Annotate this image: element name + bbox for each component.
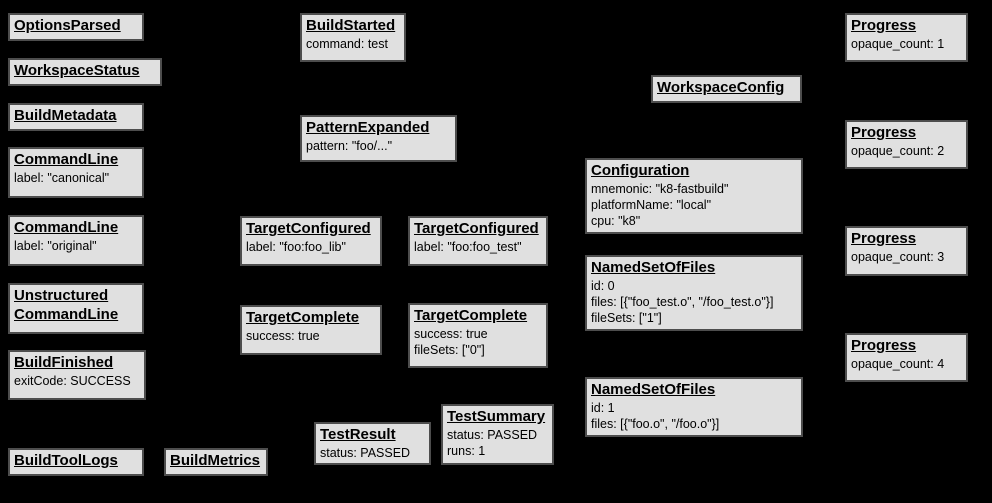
event-title: WorkspaceConfig bbox=[657, 79, 785, 96]
event-title: BuildToolLogs bbox=[14, 452, 118, 469]
event-box-options-parsed: OptionsParsed bbox=[8, 13, 144, 41]
event-box-progress-2: Progress opaque_count: 2 bbox=[845, 120, 968, 169]
event-title: TestResult bbox=[320, 426, 396, 443]
event-field: id: 1 bbox=[591, 400, 615, 415]
event-box-target-configured-foo-test: TargetConfigured label: "foo:foo_test" bbox=[408, 216, 548, 266]
event-field: exitCode: SUCCESS bbox=[14, 373, 131, 388]
event-title: WorkspaceStatus bbox=[14, 62, 140, 79]
event-field: fileSets: ["0"] bbox=[414, 343, 485, 357]
event-title: Progress bbox=[851, 17, 917, 34]
event-title: OptionsParsed bbox=[14, 17, 121, 34]
event-field: cpu: "k8" bbox=[591, 214, 641, 229]
event-field: command: test bbox=[306, 36, 388, 51]
event-title: Unstructured bbox=[14, 287, 109, 304]
event-title: CommandLine bbox=[14, 151, 119, 168]
event-field: platformName: "local" bbox=[591, 198, 712, 212]
event-box-target-complete-foo-lib: TargetComplete success: true bbox=[240, 305, 382, 355]
event-field: runs: 1 bbox=[447, 444, 486, 458]
event-box-named-set-of-files-1: NamedSetOfFiles id: 1 files: [{"foo.o", … bbox=[585, 377, 803, 437]
event-field: label: "canonical" bbox=[14, 170, 110, 185]
event-box-named-set-of-files-0: NamedSetOfFiles id: 0 files: [{"foo_test… bbox=[585, 255, 803, 331]
event-box-build-started: BuildStarted command: test bbox=[300, 13, 406, 62]
event-title: TargetComplete bbox=[414, 307, 528, 324]
event-box-test-summary: TestSummary status: PASSED runs: 1 bbox=[441, 404, 554, 465]
event-title-line2: CommandLine bbox=[14, 305, 119, 323]
event-box-workspace-status: WorkspaceStatus bbox=[8, 58, 162, 86]
event-title: Progress bbox=[851, 124, 917, 141]
event-title: PatternExpanded bbox=[306, 119, 430, 136]
event-box-target-complete-foo-test: TargetComplete success: true fileSets: [… bbox=[408, 303, 548, 368]
event-field: mnemonic: "k8-fastbuild" bbox=[591, 181, 729, 196]
event-title: NamedSetOfFiles bbox=[591, 381, 716, 398]
event-title: Progress bbox=[851, 230, 917, 247]
event-field: opaque_count: 4 bbox=[851, 356, 945, 371]
event-field: id: 0 bbox=[591, 278, 615, 293]
event-field: label: "foo:foo_test" bbox=[414, 239, 522, 254]
event-title: BuildFinished bbox=[14, 354, 114, 371]
event-field: label: "original" bbox=[14, 238, 97, 253]
event-box-build-metadata: BuildMetadata bbox=[8, 103, 144, 131]
event-title: TestSummary bbox=[447, 408, 546, 425]
event-box-unstructured-command-line: Unstructured CommandLine bbox=[8, 283, 144, 334]
event-field: label: "foo:foo_lib" bbox=[246, 239, 346, 254]
event-title: BuildStarted bbox=[306, 17, 396, 34]
event-title: NamedSetOfFiles bbox=[591, 259, 716, 276]
event-box-test-result: TestResult status: PASSED bbox=[314, 422, 431, 465]
event-field: opaque_count: 1 bbox=[851, 36, 945, 51]
event-field: status: PASSED bbox=[447, 427, 538, 442]
event-field: success: true bbox=[246, 328, 320, 343]
event-title: TargetComplete bbox=[246, 309, 360, 326]
event-box-target-configured-foo-lib: TargetConfigured label: "foo:foo_lib" bbox=[240, 216, 382, 266]
event-box-workspace-config: WorkspaceConfig bbox=[651, 75, 802, 103]
event-box-build-metrics: BuildMetrics bbox=[164, 448, 268, 476]
event-box-command-line-canonical: CommandLine label: "canonical" bbox=[8, 147, 144, 198]
event-title: BuildMetrics bbox=[170, 452, 261, 469]
event-box-progress-3: Progress opaque_count: 3 bbox=[845, 226, 968, 276]
event-field: opaque_count: 3 bbox=[851, 249, 945, 264]
event-title: Progress bbox=[851, 337, 917, 354]
event-field: opaque_count: 2 bbox=[851, 143, 945, 158]
event-field: pattern: "foo/..." bbox=[306, 138, 393, 153]
event-title: TargetConfigured bbox=[246, 220, 371, 237]
event-box-build-finished: BuildFinished exitCode: SUCCESS bbox=[8, 350, 146, 400]
event-box-configuration: Configuration mnemonic: "k8-fastbuild" p… bbox=[585, 158, 803, 234]
event-title: Configuration bbox=[591, 162, 690, 179]
event-field: files: [{"foo.o", "/foo.o"}] bbox=[591, 417, 720, 431]
event-box-pattern-expanded: PatternExpanded pattern: "foo/..." bbox=[300, 115, 457, 162]
event-box-progress-4: Progress opaque_count: 4 bbox=[845, 333, 968, 382]
event-title: BuildMetadata bbox=[14, 107, 117, 124]
event-field: success: true bbox=[414, 326, 488, 341]
event-title: TargetConfigured bbox=[414, 220, 539, 237]
event-box-command-line-original: CommandLine label: "original" bbox=[8, 215, 144, 266]
event-title: CommandLine bbox=[14, 219, 119, 236]
event-box-progress-1: Progress opaque_count: 1 bbox=[845, 13, 968, 62]
event-field: files: [{"foo_test.o", "/foo_test.o"}] bbox=[591, 295, 774, 309]
event-field: fileSets: ["1"] bbox=[591, 311, 662, 326]
event-field: status: PASSED bbox=[320, 445, 411, 460]
event-box-build-tool-logs: BuildToolLogs bbox=[8, 448, 144, 476]
